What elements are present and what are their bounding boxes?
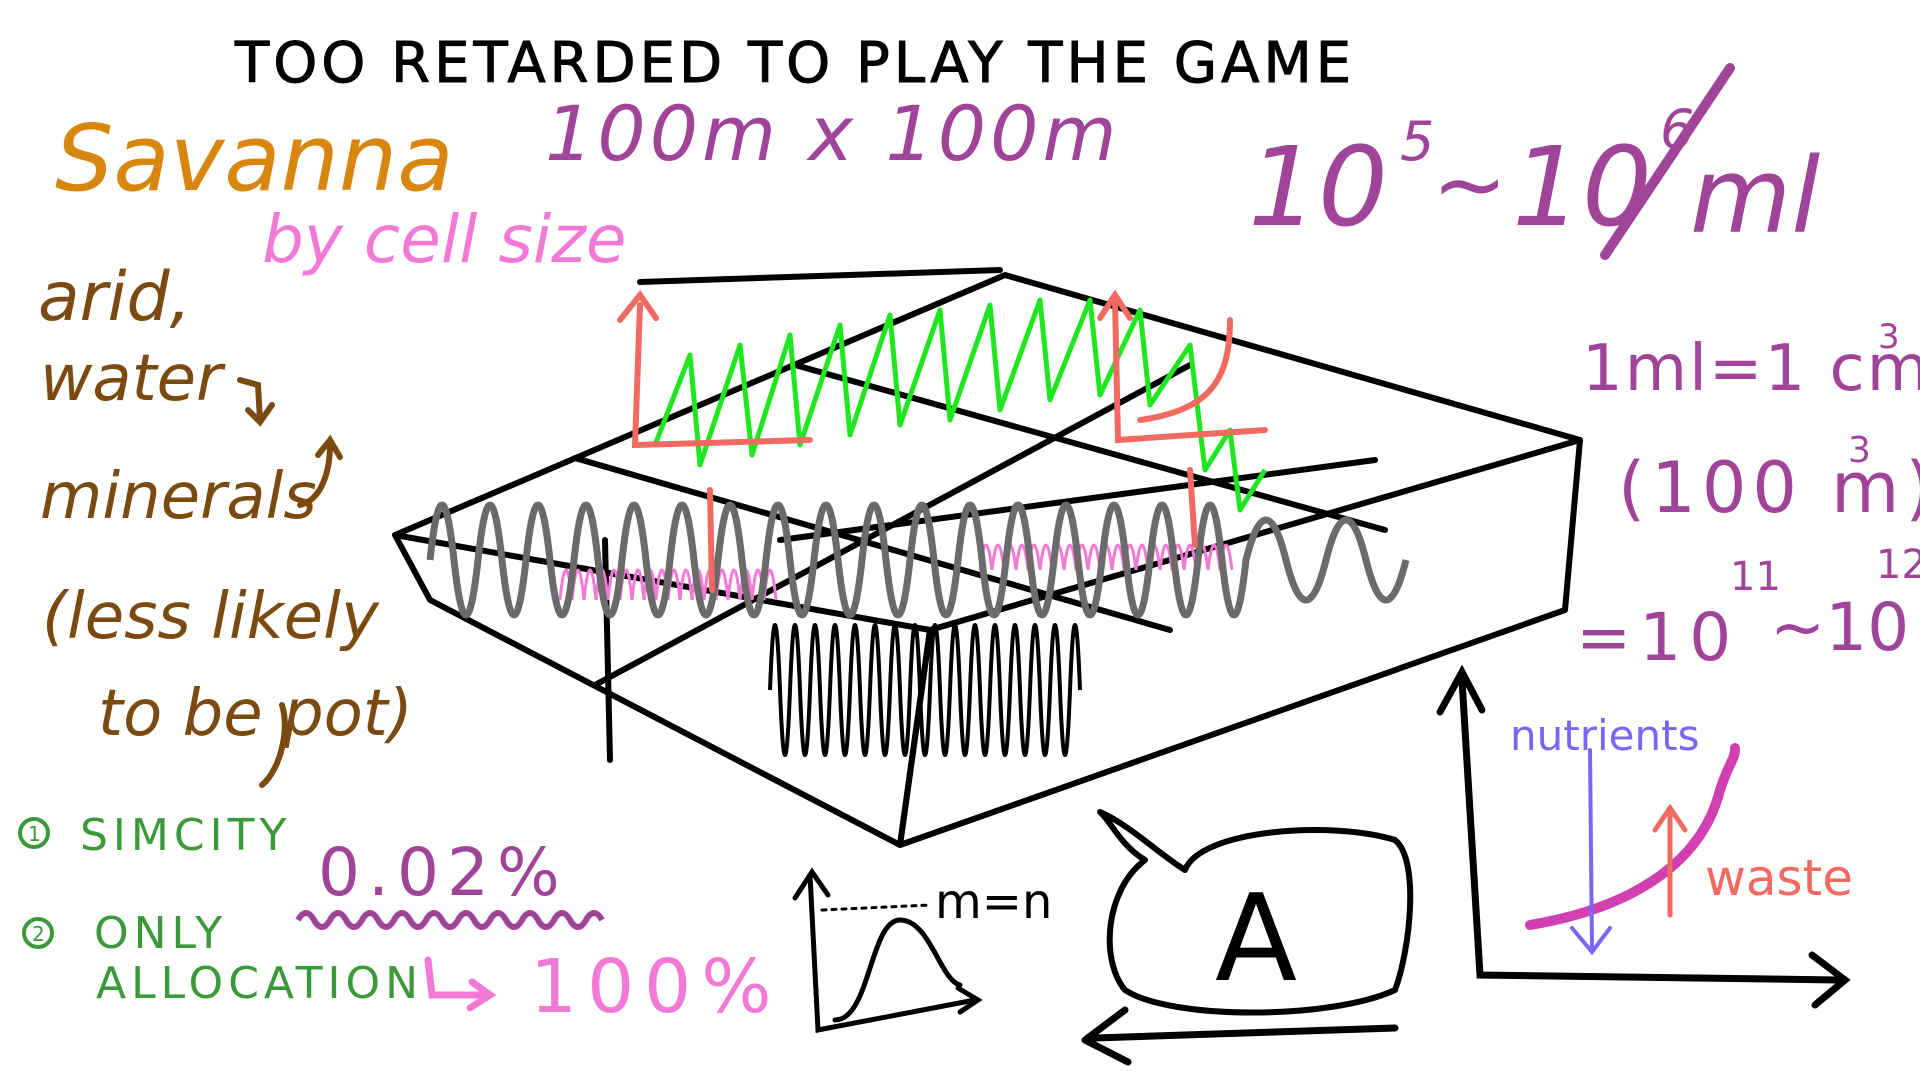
nutrients-down-arrow-icon xyxy=(1570,748,1612,956)
density-exp-low: 5 xyxy=(1400,110,1434,173)
waste-label: waste xyxy=(1705,849,1853,907)
density-expression: 10 5 ~ 10 6 ml xyxy=(1248,98,1820,257)
conversion-line1: 1ml=1 cm xyxy=(1582,332,1920,406)
option-2-circle-icon xyxy=(22,917,54,949)
small-graph xyxy=(792,867,983,1033)
speech-bubble xyxy=(1097,809,1414,1016)
pink-wave-1 xyxy=(558,568,778,601)
green-zigzag-wave xyxy=(652,297,1268,513)
red-plot-1-arrow-icon xyxy=(617,289,659,323)
trait-to-be-pot: to be pot) xyxy=(98,677,413,751)
density-slash xyxy=(1600,63,1735,260)
red-plot-2-arrow-icon xyxy=(1097,289,1133,321)
percent-to: 100% xyxy=(530,944,782,1030)
pot-tail-icon xyxy=(259,702,288,788)
grid-line-b xyxy=(792,362,1388,533)
resource-graph-axes xyxy=(1458,676,1842,984)
waste-up-arrow-icon xyxy=(1652,803,1688,918)
percent-squiggle xyxy=(295,910,605,930)
option-1-number: 1 xyxy=(28,822,46,846)
option-2-number: 2 xyxy=(32,922,50,946)
conversion-line3-exp-high: 12 xyxy=(1876,542,1920,588)
waste-curve xyxy=(1525,743,1740,930)
conversion-line3-exp-low: 11 xyxy=(1730,554,1781,600)
minerals-up-arrow-icon xyxy=(297,434,343,508)
red-mini-plots xyxy=(617,289,1268,593)
water-down-arrow-icon xyxy=(237,377,275,427)
speech-bubble-text: A xyxy=(1215,870,1297,1009)
red-line-down-1 xyxy=(707,487,715,593)
area-size: 100m x 100m xyxy=(545,89,1120,178)
option-1-label: SIMCITY xyxy=(80,810,291,861)
grey-wave xyxy=(426,501,1410,619)
red-plot-2-curve xyxy=(1137,317,1233,423)
conversion-line3: =10 xyxy=(1576,599,1739,676)
percent-from: 0.02% xyxy=(318,834,568,911)
biome-name: Savanna xyxy=(55,105,454,212)
grid-line-e xyxy=(637,267,1003,285)
conversion-line3-tilde: ~10 xyxy=(1770,589,1909,666)
density-base-low: 10 xyxy=(1248,123,1388,251)
small-graph-dotted-line xyxy=(820,903,932,912)
small-graph-y-arrow-icon xyxy=(792,867,831,901)
density-unit: ml xyxy=(1690,135,1820,257)
bottom-left-arrow-icon xyxy=(1081,1006,1399,1066)
density-base-high: 10 xyxy=(1512,123,1652,251)
trait-less-likely: (less likely xyxy=(42,580,380,654)
conversion-line2: (100 m) xyxy=(1618,447,1920,529)
small-graph-x-arrow-icon xyxy=(955,985,983,1015)
area-note: by cell size xyxy=(262,201,626,278)
resource-graph-x-arrow-icon xyxy=(1808,951,1851,1009)
savanna-grid-block xyxy=(392,267,1583,848)
trait-water: water xyxy=(40,342,226,416)
red-plot-1-axes xyxy=(631,302,813,449)
conversion-block: 1ml=1 cm 3 (100 m) 3 =10 11 ~10 12 xyxy=(1576,317,1920,676)
percent-arrow-icon xyxy=(424,956,497,1012)
small-graph-curve xyxy=(832,917,963,1023)
density-tilde: ~ xyxy=(1432,132,1507,237)
nutrients-label: nutrients xyxy=(1510,711,1699,760)
small-graph-axes xyxy=(807,872,978,1033)
red-line-down-2 xyxy=(1187,467,1198,548)
options-list: 1 SIMCITY 2 ONLY ALLOCATION xyxy=(18,810,423,1009)
option-3-label: ALLOCATION xyxy=(96,958,423,1009)
biome-traits: arid, water minerals (less likely to be … xyxy=(38,258,413,751)
resource-graph-y-arrow-icon xyxy=(1436,664,1486,716)
grid-right-face xyxy=(897,437,1583,848)
conversion-line2-exp: 3 xyxy=(1848,430,1871,471)
resource-graph xyxy=(1436,664,1851,1009)
black-dense-wave xyxy=(768,623,1082,757)
option-1-circle-icon xyxy=(18,817,50,849)
small-graph-label: m=n xyxy=(935,874,1052,930)
option-2-label: ONLY xyxy=(94,908,227,959)
trait-minerals: minerals xyxy=(40,460,317,534)
grid-line-a xyxy=(572,455,1173,633)
conversion-line1-exp: 3 xyxy=(1878,317,1900,357)
red-plot-2-axes xyxy=(1112,297,1268,444)
page-title: TOO RETARDED TO PLAY THE GAME xyxy=(234,31,1355,96)
trait-arid: arid, xyxy=(38,258,191,337)
